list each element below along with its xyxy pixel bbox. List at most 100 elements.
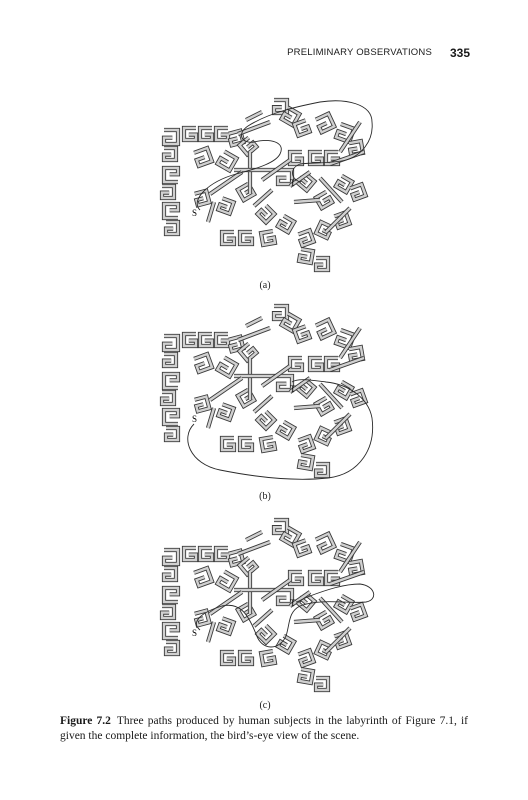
wall-bar [293, 617, 321, 625]
wall-piece [237, 649, 255, 667]
wall-piece [278, 311, 303, 335]
wall-piece [271, 303, 290, 322]
wall-piece [278, 525, 303, 549]
wall-bar [288, 376, 312, 394]
wall-piece [349, 601, 369, 623]
wall-piece [275, 587, 295, 607]
wall-bar [208, 590, 244, 616]
wall-bar [260, 364, 292, 388]
wall-piece [214, 149, 240, 174]
wall-bar [205, 201, 217, 223]
wall-piece [237, 229, 255, 247]
wall-piece [297, 433, 317, 455]
wall-piece [296, 246, 316, 266]
wall-piece [193, 145, 215, 169]
wall-piece [254, 624, 278, 646]
wall-piece [215, 402, 237, 423]
wall-piece [237, 435, 255, 453]
wall-piece [332, 173, 356, 196]
wall-bar [252, 608, 274, 628]
wall-piece [161, 547, 181, 567]
wall-piece [312, 189, 336, 212]
wall-piece [297, 227, 317, 249]
wall-piece [161, 621, 181, 641]
wall-piece [219, 649, 237, 667]
wall-piece [161, 407, 181, 427]
wall-piece [193, 351, 215, 375]
wall-piece [313, 255, 331, 273]
page-header: PRELIMINARY OBSERVATIONS 335 [0, 46, 528, 63]
start-marker: S [192, 414, 197, 424]
caption-label: Figure 7.2 [60, 715, 111, 727]
wall-piece [314, 530, 338, 556]
wall-piece [197, 331, 215, 349]
panel-label: (a) [259, 280, 271, 291]
wall-bar [252, 394, 274, 414]
wall-piece [227, 334, 246, 354]
wall-bar [237, 540, 271, 556]
wall-piece [287, 355, 305, 373]
wall-piece [254, 204, 278, 226]
wall-piece [159, 183, 177, 201]
wall-piece [274, 419, 298, 442]
wall-piece [314, 316, 338, 342]
wall-piece [333, 542, 357, 565]
wall-bar [260, 158, 292, 182]
labyrinth-drawing: ST [159, 97, 373, 273]
wall-piece [258, 648, 278, 668]
wall-piece [227, 548, 246, 568]
wall-piece [332, 593, 356, 616]
wall-piece [291, 538, 313, 559]
wall-piece [163, 425, 181, 443]
wall-piece [313, 675, 331, 693]
wall-piece [159, 389, 177, 407]
wall-piece [219, 435, 237, 453]
path-line-c [195, 583, 375, 648]
wall-piece [287, 569, 305, 587]
wall-piece [236, 135, 260, 158]
wall-bar [324, 626, 352, 654]
wall-piece [227, 128, 246, 148]
wall-bar [245, 110, 263, 122]
wall-piece [307, 569, 325, 587]
wall-bar [237, 326, 271, 342]
page-number: 335 [449, 46, 470, 60]
wall-bar [288, 170, 312, 188]
wall-piece [161, 333, 181, 353]
wall-bar [208, 170, 244, 196]
wall-piece [161, 565, 179, 583]
wall-piece [258, 228, 278, 248]
wall-piece [287, 149, 305, 167]
wall-piece [163, 219, 181, 237]
wall-piece [271, 97, 290, 116]
wall-piece [161, 145, 179, 163]
wall-piece [197, 545, 215, 563]
wall-bar [205, 407, 217, 429]
wall-piece [296, 666, 316, 686]
target-marker: T [290, 384, 296, 394]
wall-piece [161, 165, 181, 185]
wall-piece [193, 394, 212, 414]
wall-piece [161, 201, 181, 221]
labyrinth-drawing: ST [159, 517, 375, 693]
wall-piece [215, 616, 237, 637]
wall-bar [293, 403, 321, 411]
wall-piece [214, 355, 240, 380]
wall-piece [161, 351, 179, 369]
labyrinth-walls [159, 517, 369, 693]
wall-piece [278, 105, 303, 129]
wall-piece [333, 122, 357, 145]
wall-piece [161, 371, 181, 391]
wall-piece [213, 545, 231, 563]
wall-piece [271, 517, 290, 536]
wall-bar [318, 176, 344, 204]
wall-piece [215, 196, 237, 217]
panel-label: (b) [259, 491, 271, 502]
wall-piece [193, 565, 215, 589]
path-line-a [196, 100, 373, 211]
wall-piece [163, 639, 181, 657]
start-marker: S [192, 628, 197, 638]
wall-piece [213, 331, 231, 349]
